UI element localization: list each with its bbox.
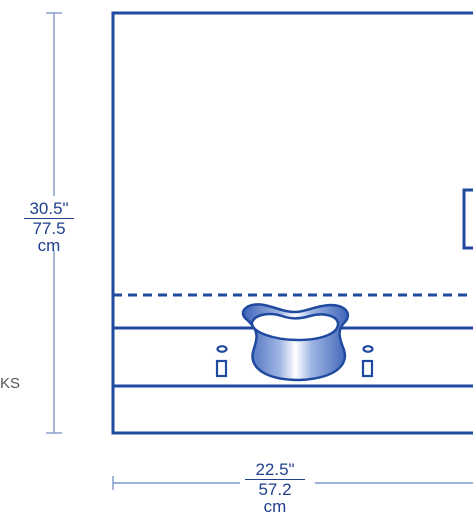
height-inches: 30.5": [24, 200, 74, 219]
side-tab: [462, 188, 473, 250]
drape-diagram: [46, 11, 473, 490]
tube-holder-left: [215, 345, 228, 378]
tube-holder-right: [361, 345, 374, 378]
height-dimension-line: [46, 12, 62, 434]
width-cm: 57.2 cm: [258, 480, 292, 516]
width-dimension-label: 22.5" 57.2 cm: [245, 461, 305, 515]
width-dimension-line: [112, 476, 473, 490]
drape-outline: [111, 11, 473, 435]
height-cm: 77.5 cm: [32, 219, 66, 255]
side-text-fragment: KS: [0, 375, 21, 392]
width-inches: 22.5": [245, 461, 305, 480]
height-dimension-label: 30.5" 77.5 cm: [24, 200, 74, 254]
fenestration-pouch: [241, 303, 350, 382]
